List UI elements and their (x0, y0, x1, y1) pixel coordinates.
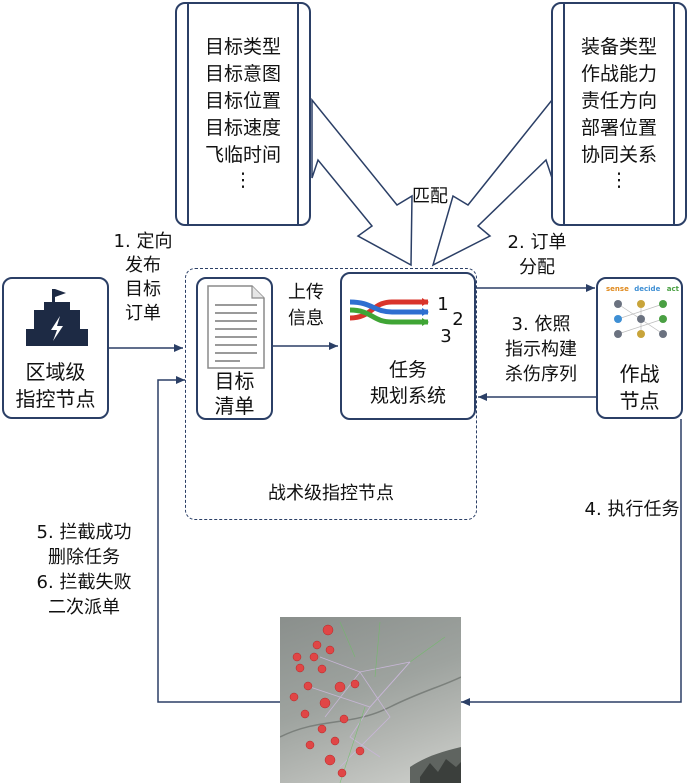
planning-system-box: 1 2 3 任务 规划系统 (340, 272, 476, 420)
step1-line2: 发布 (125, 255, 161, 276)
step1-label: 1. 定向 发布 目标 订单 (103, 230, 183, 326)
combat-attr-5: ⋮ (609, 169, 629, 191)
icon-word-decide: decide (634, 285, 661, 293)
kill-web-icon (614, 300, 667, 338)
combat-attr-4: 协同关系 (580, 144, 657, 166)
step2-label: 2. 订单 分配 (482, 230, 592, 280)
target-attr-0: 目标类型 (204, 36, 281, 58)
regional-node-line2: 指控节点 (15, 387, 96, 411)
simulation-scene (280, 621, 461, 783)
target-attr-2: 目标位置 (204, 90, 281, 112)
step1-line4: 订单 (125, 303, 161, 324)
step56-line2: 删除任务 (48, 547, 120, 568)
step1-line3: 目标 (125, 279, 161, 300)
step2-line1: 2. 订单 (507, 232, 567, 253)
target-attr-3: 目标速度 (204, 117, 281, 139)
combat-attributes-box: 装备类型 作战能力 责任方向 部署位置 协同关系 ⋮ (551, 2, 687, 226)
target-attr-4: 飞临时间 (204, 144, 281, 166)
step56-line3: 6. 拦截失败 (36, 572, 132, 593)
routing-arrows-icon (349, 298, 429, 326)
match-arrow-left (311, 97, 413, 267)
step1-line1: 1. 定向 (113, 231, 173, 252)
target-attr-1: 目标意图 (204, 63, 281, 85)
step3-line2: 指示构建 (505, 339, 577, 360)
document-icon (207, 285, 265, 369)
step4-label: 4. 执行任务 (584, 499, 680, 520)
icon-word-act: act (666, 285, 679, 293)
combat-attr-0: 装备类型 (580, 36, 657, 58)
upload-label: 上传 信息 (276, 280, 336, 332)
regional-node: 区域级 指控节点 (2, 277, 109, 419)
tactical-node-label: 战术级指控节点 (268, 483, 394, 504)
route-num-2: 2 (452, 309, 464, 330)
combat-node-line1: 作战 (619, 362, 660, 386)
planning-line2: 规划系统 (369, 385, 446, 407)
combat-attr-3: 部署位置 (580, 117, 657, 139)
target-attr-5: ⋮ (233, 169, 253, 191)
step2-line2: 分配 (519, 257, 555, 278)
route-num-3: 3 (440, 326, 452, 347)
combat-attr-1: 作战能力 (580, 63, 657, 85)
simulation-image (280, 617, 461, 783)
arrow-image-to-tactical (157, 376, 280, 703)
step3-line3: 杀伤序列 (505, 364, 577, 385)
upload-line1: 上传 (288, 282, 324, 303)
combat-attr-2: 责任方向 (580, 90, 657, 112)
combat-node-line2: 节点 (619, 389, 660, 413)
match-arrow-right (431, 97, 553, 267)
target-list-line2: 清单 (214, 394, 255, 418)
planning-line1: 任务 (388, 359, 427, 381)
target-list-box: 目标 清单 (196, 277, 273, 420)
route-num-1: 1 (437, 294, 449, 315)
target-attributes-box: 目标类型 目标意图 目标位置 目标速度 飞临时间 ⋮ (175, 2, 311, 226)
step3-line1: 3. 依照 (511, 314, 571, 335)
step56-line1: 5. 拦截成功 (36, 522, 132, 543)
step56-label: 5. 拦截成功 删除任务 6. 拦截失败 二次派单 (14, 520, 154, 620)
building-icon (26, 289, 88, 346)
arrow-combat-to-image (461, 419, 682, 706)
target-list-line1: 目标 (214, 369, 255, 393)
icon-word-sense: sense (606, 285, 629, 293)
step3-label: 3. 依照 指示构建 杀伤序列 (486, 312, 596, 387)
combat-node: sense decide act 作战 节点 (596, 277, 683, 419)
match-label: 匹配 (412, 186, 448, 207)
step56-line4: 二次派单 (48, 597, 120, 618)
upload-line2: 信息 (288, 308, 324, 329)
tactical-node-container (185, 268, 477, 520)
regional-node-line1: 区域级 (25, 360, 86, 384)
